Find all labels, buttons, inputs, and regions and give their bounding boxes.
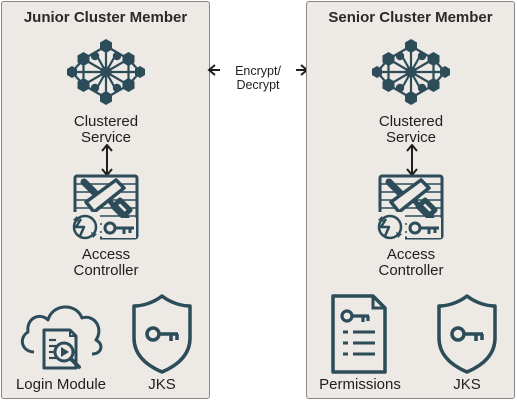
access-controller-icon (70, 173, 142, 243)
junior-cluster-member-panel: Junior Cluster Member Clustered Service … (1, 1, 210, 399)
permissions-document-icon (331, 294, 387, 374)
vertical-arrow-icon (101, 144, 113, 176)
jks-label: JKS (148, 376, 176, 393)
cluster-network-icon (65, 37, 147, 107)
key-shield-icon (437, 294, 497, 374)
login-module-label: Login Module (15, 376, 107, 393)
login-module-icon (20, 304, 103, 370)
left-arrow-head (207, 64, 216, 76)
access-controller-label: Access Controller (378, 246, 444, 279)
panel-title: Senior Cluster Member (328, 9, 493, 26)
panel-title: Junior Cluster Member (23, 9, 188, 26)
clustered-service-label: Clustered Service (73, 113, 139, 146)
clustered-service-label: Clustered Service (378, 113, 444, 146)
vertical-arrow-icon (406, 144, 418, 176)
cluster-network-icon (370, 37, 452, 107)
jks-label: JKS (453, 376, 481, 393)
key-shield-icon (132, 294, 192, 374)
access-controller-label: Access Controller (73, 246, 139, 279)
access-controller-icon (375, 173, 447, 243)
encrypt-decrypt-label: Encrypt/ Decrypt (235, 64, 281, 92)
permissions-label: Permissions (319, 376, 401, 393)
senior-cluster-member-panel: Senior Cluster Member Clustered Service … (306, 1, 515, 399)
